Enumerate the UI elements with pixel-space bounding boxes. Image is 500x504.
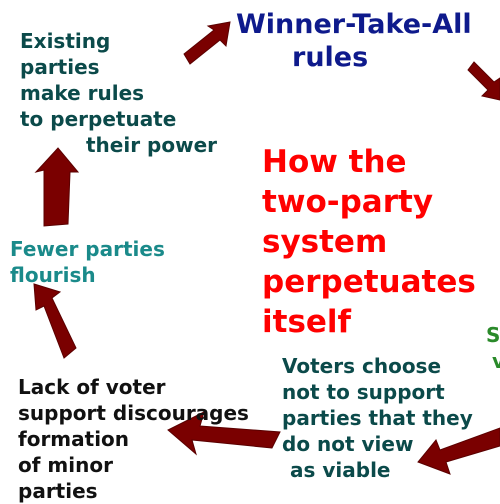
node-text-line: to perpetuate (20, 107, 177, 131)
node-text-line: of minor (18, 453, 113, 477)
node-text-line: Winner-Take-All (236, 9, 472, 40)
node-text-line: flourish (10, 263, 96, 287)
node-text-line: Fewer parties (10, 237, 165, 261)
title-line: How the (262, 144, 407, 180)
node-edge-fragment: S v (486, 322, 500, 374)
arrow-lack-to-fewer (33, 283, 77, 359)
node-winner-take-all-rules: Winner-Take-All rules (236, 8, 472, 74)
title-line: system (262, 224, 388, 260)
node-voters-choose: Voters choose not to support parties tha… (282, 353, 473, 483)
node-fewer-parties: Fewer parties flourish (10, 236, 165, 288)
node-text-line: parties that they (282, 406, 473, 430)
node-text-line: as viable (290, 458, 391, 482)
node-text-line: their power (86, 133, 218, 157)
node-text-line: Lack of voter (18, 375, 166, 399)
title-line: two-party (262, 184, 434, 220)
arrow-wta-to-edge (467, 61, 500, 101)
node-lack-of-voter-support: Lack of voter support discourages format… (18, 374, 249, 504)
node-text-line: parties (18, 479, 98, 503)
node-existing-parties: Existing parties make rules to perpetuat… (20, 28, 217, 158)
node-text-line: Voters choose (282, 354, 442, 378)
node-text-line: make rules (20, 81, 145, 105)
node-text-line: rules (292, 42, 369, 73)
center-title: How the two-party system perpetuates its… (262, 142, 476, 342)
node-text-line: parties (20, 55, 100, 79)
node-text-line: v (492, 349, 500, 373)
node-text-line: support discourages (18, 401, 249, 425)
arrow-fewer-to-existing (34, 147, 80, 227)
title-line: perpetuates (262, 264, 476, 300)
title-line: itself (262, 304, 352, 340)
node-text-line: S (486, 323, 500, 347)
node-text-line: not to support (282, 380, 445, 404)
node-text-line: formation (18, 427, 130, 451)
node-text-line: do not view (282, 432, 414, 456)
node-text-line: Existing (20, 29, 111, 53)
